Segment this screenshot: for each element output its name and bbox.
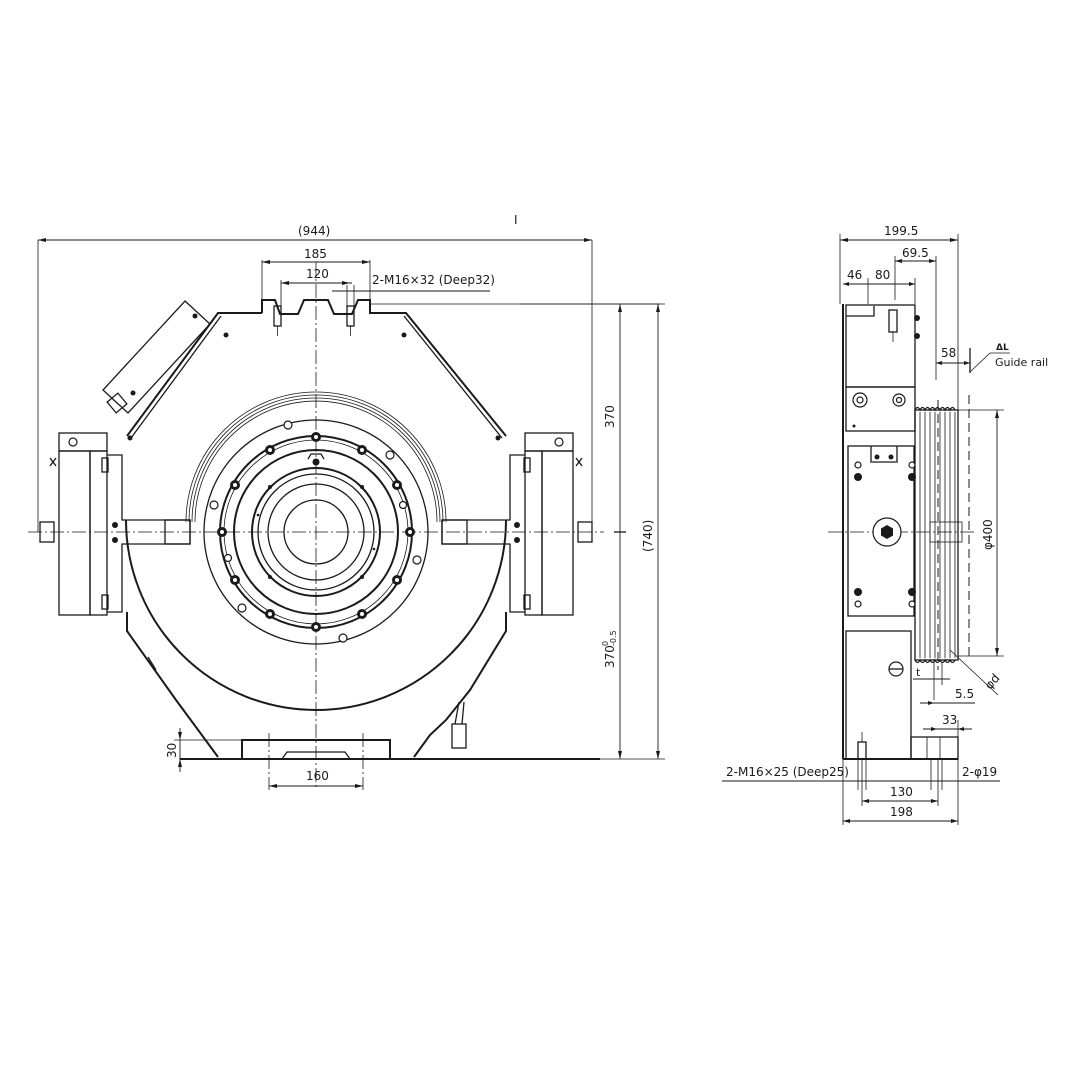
dim-base-depth: 198 (890, 805, 913, 819)
dim-top-mount-inner: 120 (306, 267, 329, 281)
left-brake (37, 240, 191, 616)
dim-lower-height: 370 (603, 645, 617, 668)
release-lever (451, 701, 467, 749)
dim-top-mount-outer: 185 (304, 247, 327, 261)
front-view: (944) 185 120 2-M16×32 (Deep32) (28, 224, 665, 790)
housing-outline (261, 299, 507, 437)
side-dimensions: 199.5 69.5 46 80 58 ΔL Guide rail (722, 224, 1048, 825)
dim-mount-offset-2: 80 (875, 268, 890, 282)
dim-base-slot: 160 (306, 769, 329, 783)
dim-rope-diameter: φd (982, 671, 1003, 692)
dim-groove-pitch: t (916, 666, 921, 679)
motor-body-arc (125, 519, 507, 711)
dim-upper-height: 370 (603, 405, 617, 428)
dim-mount-offset-1: 46 (847, 268, 862, 282)
dim-lower-tol-upper: 0 (601, 641, 610, 646)
side-view: 199.5 69.5 46 80 58 ΔL Guide rail (722, 224, 1048, 825)
bottom-thread-note: 2-M16×25 (Deep25) (726, 765, 849, 779)
sheave-front (185, 391, 447, 645)
dim-lower-tol-lower: -0.5 (609, 630, 618, 646)
dim-overall-depth: 199.5 (884, 224, 918, 238)
dim-bottom-hole-spacing: 130 (890, 785, 913, 799)
sheave-side (914, 400, 963, 670)
front-dimensions: (944) 185 120 2-M16×32 (Deep32) (38, 224, 665, 788)
base-plate (180, 733, 600, 790)
guide-rail-label: Guide rail (995, 356, 1048, 369)
right-brake (441, 240, 593, 616)
top-thread-note: 2-M16×32 (Deep32) (372, 273, 495, 287)
guide-rail-symbol: ΔL (996, 343, 1009, 353)
dim-overall-width: (944) (298, 224, 330, 238)
dim-sheave-diameter: φ400 (981, 519, 995, 550)
section-marker: I (514, 213, 518, 227)
dim-overall-height: (740) (641, 520, 655, 552)
dim-groove-offset: 5.5 (955, 687, 974, 701)
terminal-box (102, 300, 211, 414)
bottom-hole-note: 2-φ19 (962, 765, 997, 779)
dim-sheave-center-offset: 33 (942, 713, 957, 727)
dim-guide-rail-gap: 58 (941, 346, 956, 360)
dim-sheave-offset: 69.5 (902, 246, 929, 260)
dim-base-thickness: 30 (165, 743, 179, 758)
